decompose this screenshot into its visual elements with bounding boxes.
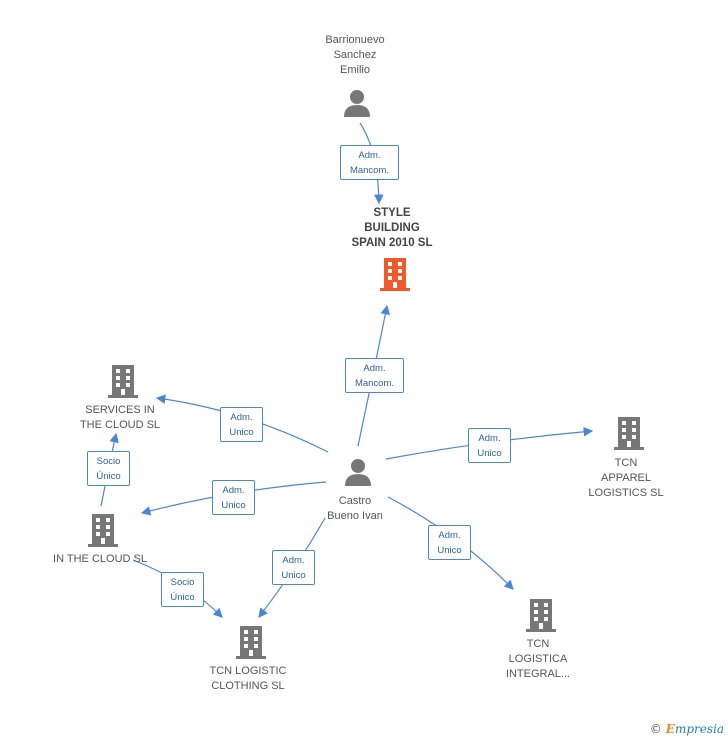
node-label-tcn-apparel[interactable]: TCN APPAREL LOGISTICS SL <box>588 457 664 499</box>
node-label-services-cloud[interactable]: SERVICES IN THE CLOUD SL <box>79 404 161 431</box>
node-label-castro[interactable]: Castro Bueno Ivan <box>327 495 383 522</box>
edge-label[interactable]: Socio Único <box>161 572 204 607</box>
building-icon[interactable] <box>236 625 266 659</box>
building-icon[interactable] <box>88 513 118 547</box>
building-icon-main[interactable] <box>380 257 410 291</box>
node-label-tcn-integral[interactable]: TCN LOGISTICA INTEGRAL... <box>505 638 571 680</box>
edge-label[interactable]: Adm. Unico <box>212 480 255 515</box>
edge-label[interactable]: Adm. Mancom. <box>345 358 404 393</box>
building-icon[interactable] <box>108 364 138 398</box>
copyright-icon: © <box>649 722 662 736</box>
edge-label[interactable]: Adm. Unico <box>468 428 511 463</box>
person-icon[interactable] <box>343 457 373 487</box>
person-icon[interactable] <box>342 88 372 118</box>
edge-label[interactable]: Adm. Mancom. <box>340 145 399 180</box>
building-icon[interactable] <box>526 598 556 632</box>
edge-label[interactable]: Adm. Unico <box>272 550 315 585</box>
brand-name: mpresia <box>674 722 724 736</box>
edge-label[interactable]: Adm. Unico <box>220 407 263 442</box>
brand-initial: E <box>665 722 675 736</box>
node-label-tcn-clothing[interactable]: TCN LOGISTIC CLOTHING SL <box>209 665 287 692</box>
edge-label[interactable]: Socio Único <box>87 451 130 486</box>
node-label-barrionuevo[interactable]: Barrionuevo Sanchez Emilio <box>325 34 385 76</box>
node-label-in-the-cloud[interactable]: IN THE CLOUD SL <box>53 553 147 565</box>
node-label-style-building[interactable]: STYLE BUILDING SPAIN 2010 SL <box>351 207 433 249</box>
building-icon[interactable] <box>614 416 644 450</box>
edge-label[interactable]: Adm. Unico <box>428 525 471 560</box>
empresia-logo[interactable]: ©Empresia <box>650 722 724 736</box>
